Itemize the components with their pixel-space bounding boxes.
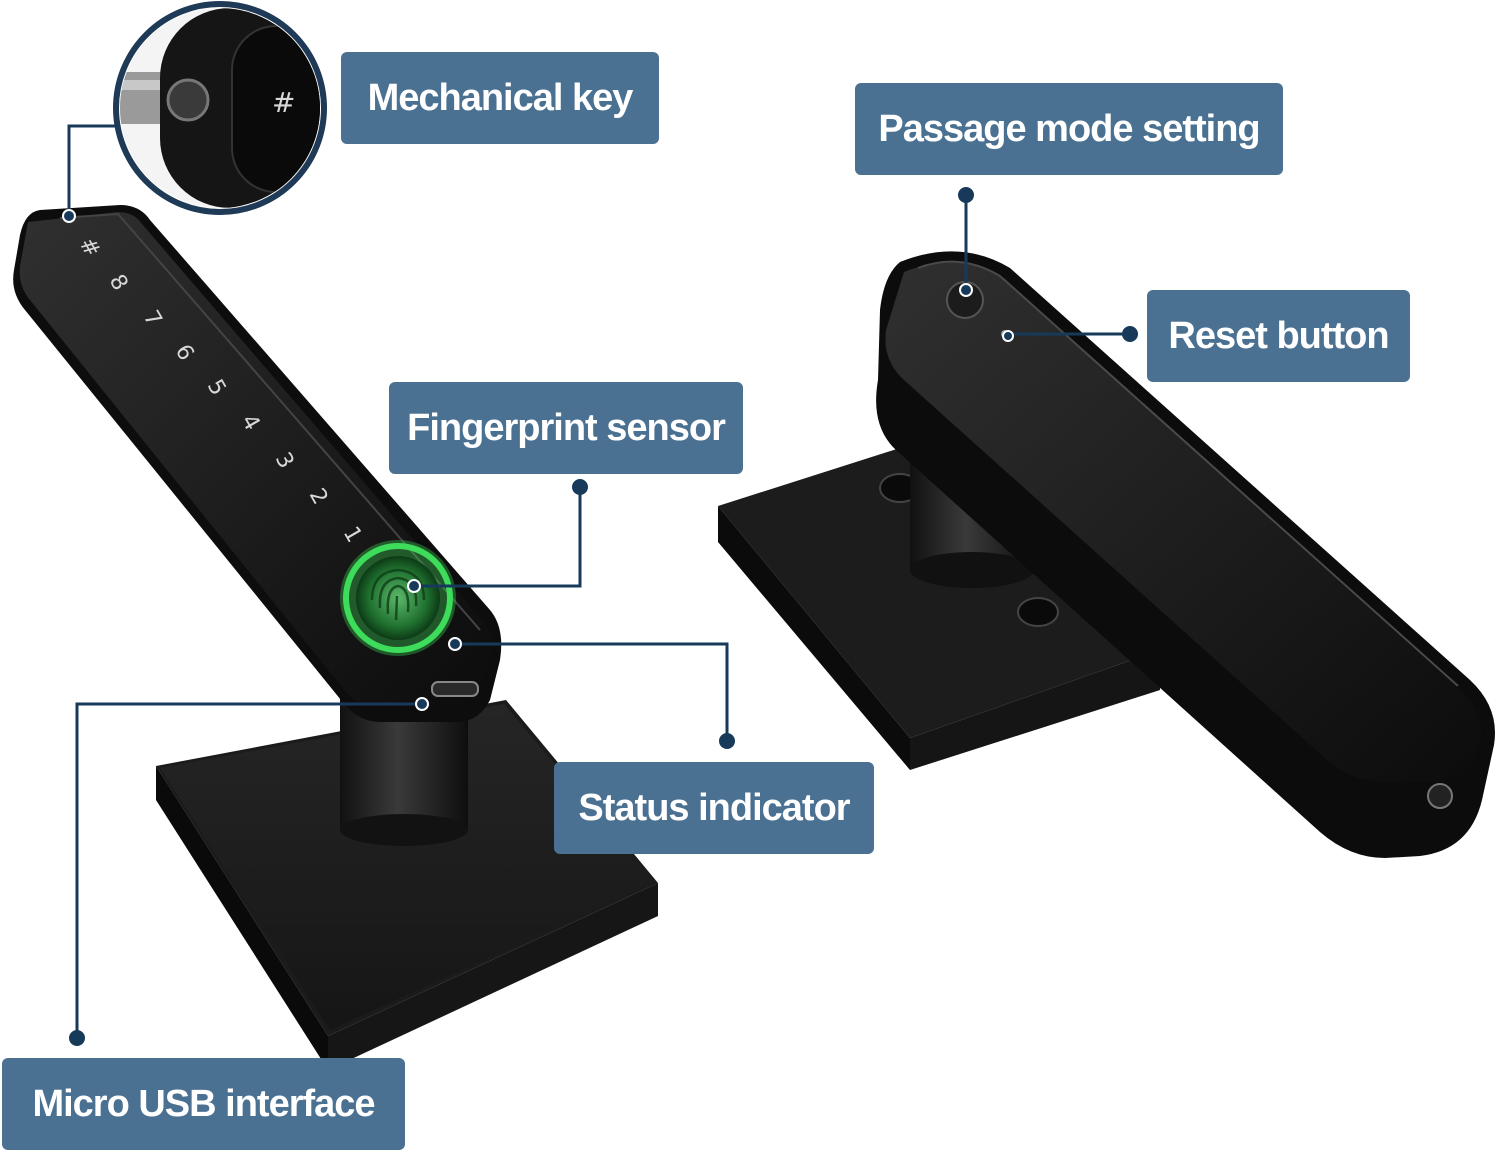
left-handle: # 8 7 6 5 4 3 2 1: [13, 205, 502, 722]
leader-fingerprint: [414, 487, 582, 588]
mechanical-key-inset: #: [113, 1, 327, 215]
right-lock: [718, 251, 1495, 859]
left-lock: # 8 7 6 5 4 3 2 1: [13, 205, 658, 1070]
leader-mechanical-key: [67, 124, 118, 216]
status-indicator-label: Status indicator: [554, 762, 874, 854]
right-base-plate: [718, 440, 1160, 770]
passage-mode-label: Passage mode setting: [855, 83, 1283, 175]
key-cylinder: [1427, 783, 1453, 809]
mechanical-key-label: Mechanical key: [341, 52, 659, 144]
leader-status-indicator: [455, 642, 729, 741]
fingerprint-icon[interactable]: [340, 540, 456, 656]
reset-button-label: Reset button: [1147, 290, 1410, 382]
callout-dots: [62, 187, 1138, 1046]
right-handle: [876, 251, 1495, 859]
callout-lines: [67, 124, 1130, 1038]
inset-hash-key: #: [272, 86, 295, 119]
micro-usb-label: Micro USB interface: [2, 1058, 405, 1150]
screw-hole: [1017, 597, 1059, 627]
left-base-plate: [156, 700, 658, 1070]
leader-micro-usb: [75, 702, 422, 1038]
fingerprint-sensor-label: Fingerprint sensor: [389, 382, 743, 474]
usb-port: [431, 681, 479, 697]
